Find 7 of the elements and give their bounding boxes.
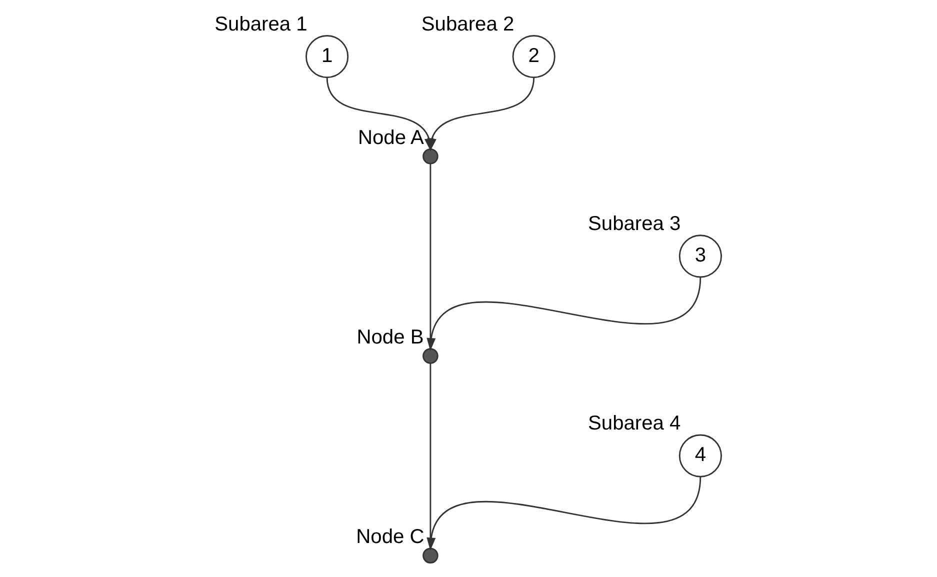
node-label: Node C [356, 526, 424, 548]
node-label: Subarea 4 [588, 412, 681, 435]
node-label: Subarea 3 [588, 212, 681, 235]
node-label: Node B [356, 326, 424, 348]
node-label: Subarea 1 [214, 13, 308, 36]
node-label: Node A [358, 126, 424, 149]
node-label: Subarea 2 [421, 13, 514, 36]
